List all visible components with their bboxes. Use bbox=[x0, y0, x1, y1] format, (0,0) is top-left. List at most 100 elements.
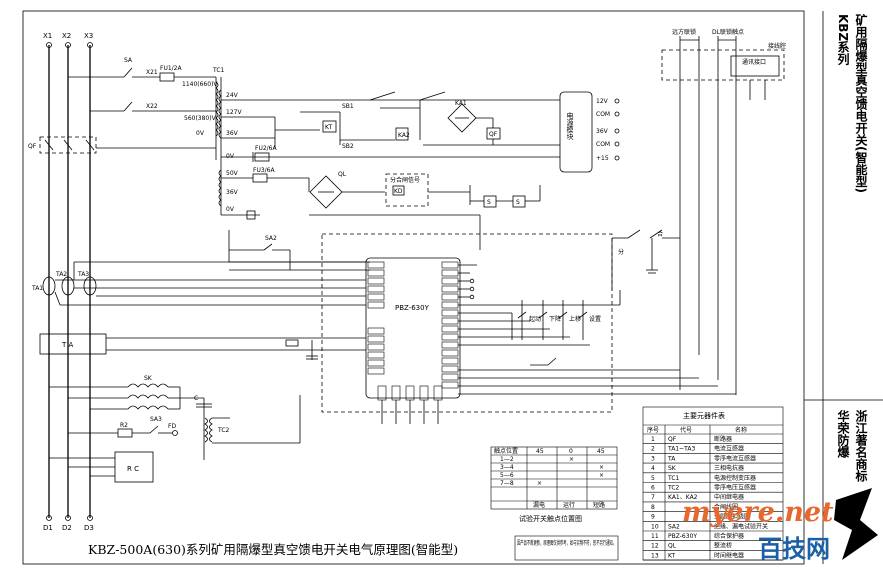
current-transformers bbox=[42, 261, 366, 306]
pbz-pins bbox=[367, 261, 459, 424]
sa-label: SA bbox=[124, 57, 133, 64]
drawing-frame bbox=[22, 10, 805, 565]
component-cell: 电源控制变压器 bbox=[714, 474, 756, 482]
brand-logo bbox=[834, 488, 878, 560]
tap-50v: 50V bbox=[226, 170, 239, 177]
component-cell: 电流互感器 bbox=[714, 445, 744, 453]
component-header-1: 代号 bbox=[680, 426, 692, 434]
bus-label-x2: X2 bbox=[62, 32, 71, 40]
component-cell: 合闸线圈 bbox=[714, 503, 738, 511]
ct-footer-1: 运行 bbox=[563, 501, 575, 509]
tap-com1: COM bbox=[596, 111, 610, 118]
panel-buttons bbox=[517, 300, 588, 340]
tap-15v: +15 bbox=[596, 155, 609, 162]
note-box bbox=[514, 535, 619, 561]
x22-label: X22 bbox=[146, 103, 158, 110]
component-cell: 13 bbox=[651, 552, 659, 559]
note-text: 因产品不断更新，原理图仅供参考，如与实物不符，恕不另行通知。 bbox=[517, 539, 616, 547]
ka1-label: KA1 bbox=[455, 100, 467, 107]
qf-coil: QF bbox=[489, 131, 498, 138]
component-header-2: 名称 bbox=[735, 426, 747, 434]
component-cell: 10 bbox=[651, 523, 659, 530]
ct-footer-2: 短路 bbox=[593, 501, 605, 509]
ct-row-0-label: 1—2 bbox=[500, 456, 514, 463]
tap-0v-2: 0V bbox=[226, 153, 235, 160]
rc-label: R C bbox=[127, 465, 139, 473]
tap-24v: 24V bbox=[226, 92, 239, 99]
sb1-label: SB1 bbox=[342, 103, 354, 110]
component-cell: 11 bbox=[651, 533, 659, 540]
terminal-block: 远方联锁 DL联锁触点 接线腔 通讯接口 bbox=[661, 28, 786, 395]
component-cell: TC2 bbox=[667, 485, 680, 492]
component-cell: 断路器 bbox=[714, 435, 732, 443]
side-product: 矿用隔爆型真空馈电开关(智能型) bbox=[854, 13, 868, 193]
component-cell: SA2 bbox=[668, 523, 680, 530]
sk-reactor bbox=[49, 383, 204, 410]
sa2-label: SA2 bbox=[265, 235, 277, 242]
bus-label-x1: X1 bbox=[43, 32, 52, 40]
s-coil-1: S bbox=[487, 199, 491, 206]
ct-row-2-mark: × bbox=[599, 472, 604, 479]
sb2-label: SB2 bbox=[342, 143, 354, 150]
component-cell: 12 bbox=[651, 543, 659, 550]
component-cell: 中间继电器 bbox=[714, 493, 744, 501]
button-up[interactable]: 上移 bbox=[569, 315, 581, 323]
tap-36v-2: 36V bbox=[226, 189, 239, 196]
ta-zero-sequence bbox=[39, 333, 107, 355]
remote-lock-label: 远方联锁 bbox=[672, 28, 696, 36]
component-cell: KA1、KA2 bbox=[668, 494, 698, 501]
right-switch bbox=[530, 229, 680, 366]
component-cell: PBZ-630Y bbox=[668, 533, 697, 540]
ql-label: QL bbox=[338, 171, 347, 178]
component-cell: 零序电压互感器 bbox=[714, 484, 756, 492]
fu1-label: FU1/2A bbox=[160, 65, 182, 72]
ct-row-3-mark: × bbox=[537, 480, 542, 487]
out-label-d1: D1 bbox=[43, 524, 53, 532]
s-coil-2: S bbox=[516, 199, 520, 206]
component-header-0: 序号 bbox=[647, 426, 659, 434]
component-cell: TA1~TA3 bbox=[667, 446, 695, 453]
button-set[interactable]: 设置 bbox=[589, 315, 601, 323]
dl-contact-label: DL联锁触点 bbox=[712, 28, 744, 36]
component-cell: SK bbox=[668, 465, 677, 472]
control-wiring: FU2/6A KT SB1 SB2 KA2 KA1 QF FU3/6A QL bbox=[221, 91, 560, 271]
ct-header-1: 45 bbox=[536, 448, 544, 455]
sk-label: SK bbox=[144, 375, 153, 382]
tc1-label: TC1 bbox=[212, 67, 225, 74]
kt-relay: KT bbox=[325, 124, 332, 131]
ct-row-0-mark: × bbox=[569, 456, 574, 463]
component-cell: 三相电抗器 bbox=[714, 464, 744, 472]
out-label-d2: D2 bbox=[62, 524, 72, 532]
button-down[interactable]: 下降 bbox=[549, 315, 561, 323]
qf-label: QF bbox=[28, 143, 37, 150]
side-brand: 华荣防爆 bbox=[836, 409, 850, 459]
ct-header-2: 0 bbox=[569, 448, 573, 455]
component-cell: QL bbox=[668, 543, 677, 550]
contact-position-table bbox=[490, 446, 618, 510]
ct-header-0: 触点位置 bbox=[494, 447, 518, 455]
ta1-label: TA1 bbox=[31, 285, 43, 292]
gate-signal: 分合闸信号 bbox=[390, 176, 420, 184]
ct-row-2-label: 5—6 bbox=[500, 472, 514, 479]
r2-label: R2 bbox=[120, 422, 128, 429]
ct-footer-0: 漏电 bbox=[533, 501, 545, 509]
side-series: KBZ系列 bbox=[836, 14, 850, 66]
component-cell: 9 bbox=[651, 514, 655, 521]
component-cell: 绝缘、漏电试验开关 bbox=[714, 522, 768, 530]
tap-560v: 560(380)V bbox=[184, 115, 217, 122]
tap-1140v: 1140(660)V bbox=[182, 81, 218, 88]
tap-0v-3: 0V bbox=[226, 206, 235, 213]
tap-36v: 36V bbox=[226, 130, 239, 137]
main-buses bbox=[46, 42, 93, 521]
component-cell: 零序电流互感器 bbox=[714, 454, 756, 462]
component-cell: QF bbox=[668, 436, 677, 443]
ct-caption: 试验开关触点位置图 bbox=[519, 514, 582, 523]
button-start[interactable]: 起动 bbox=[529, 315, 541, 323]
ta-label: T A bbox=[61, 341, 74, 349]
tc1-transformer bbox=[215, 77, 222, 215]
comm-port-label: 通讯接口 bbox=[742, 58, 766, 66]
component-cell: 5 bbox=[651, 475, 655, 482]
component-cell: 整流桥 bbox=[714, 542, 732, 550]
r2-resistor bbox=[117, 428, 133, 438]
